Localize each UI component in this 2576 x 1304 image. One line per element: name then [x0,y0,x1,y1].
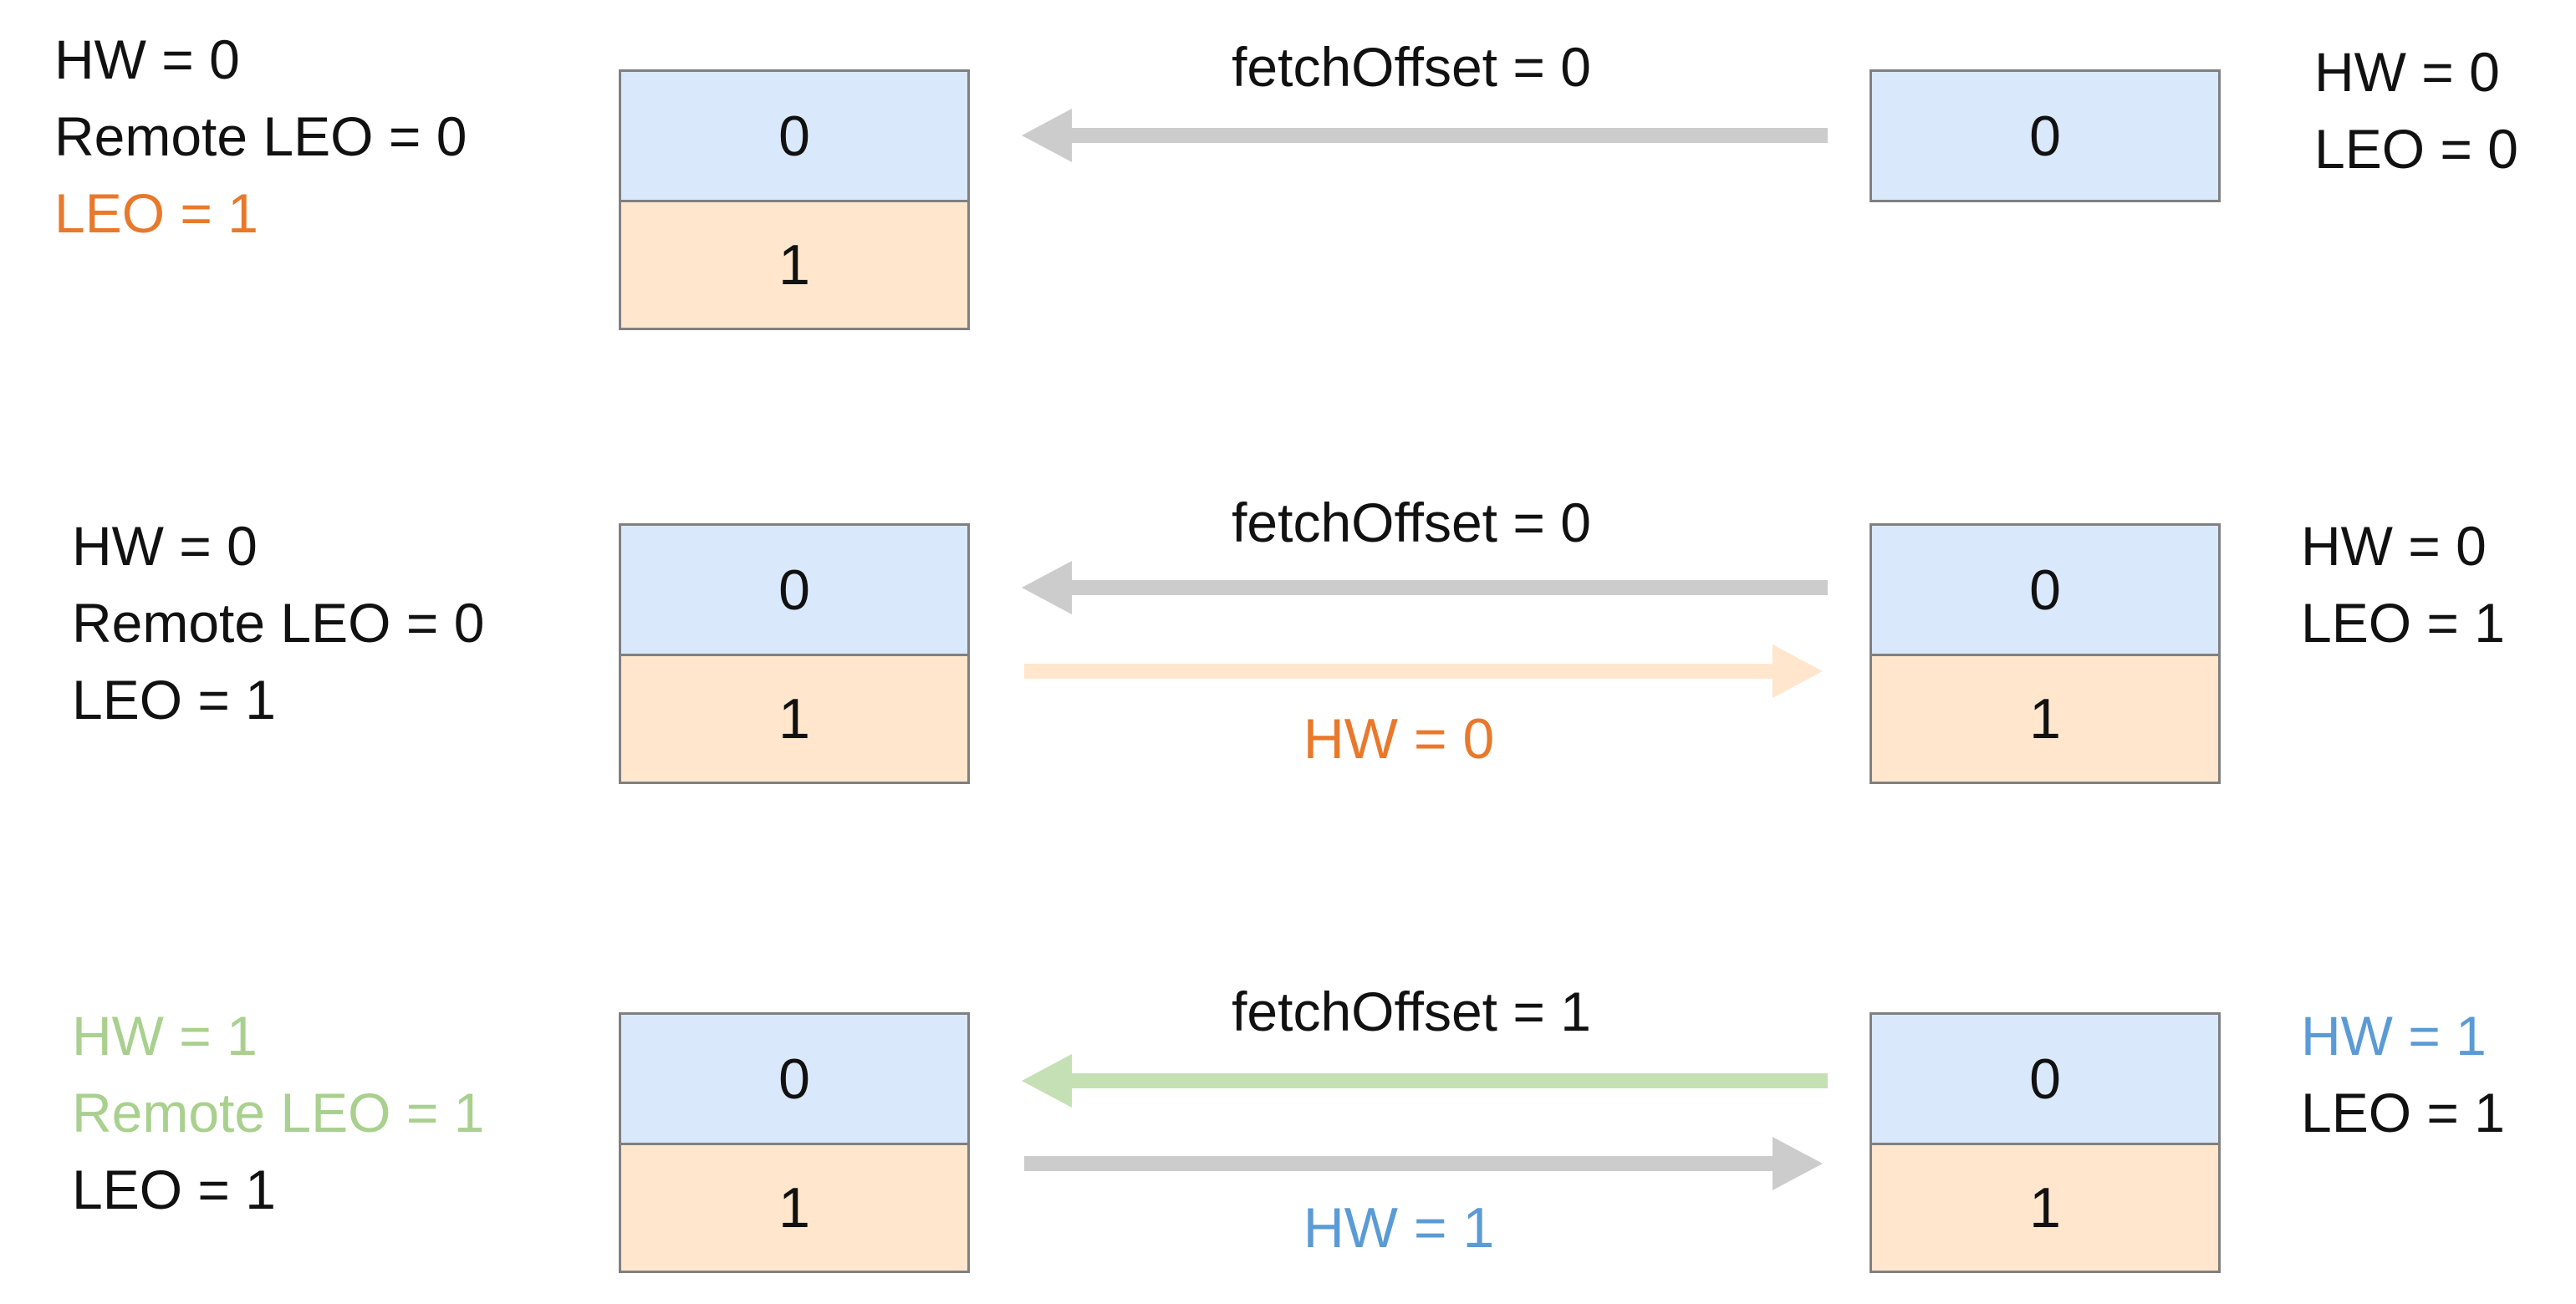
fetch-offset-label: fetchOffset = 0 [1232,492,1591,553]
leader-state: HW = 1 Remote LEO = 1 LEO = 1 [72,997,484,1228]
fetch-arrow [1022,109,1828,162]
follower-state: HW = 1 LEO = 1 [2301,997,2505,1151]
leader-leo: LEO = 1 [54,182,258,244]
leader-remote-leo: Remote LEO = 1 [72,1082,485,1144]
leader-log: 0 1 [619,1012,970,1273]
follower-log: 0 1 [1870,1012,2221,1273]
hw-label: HW = 1 [1303,1196,1495,1260]
leader-log: 0 1 [619,69,970,330]
step-2: HW = 0 Remote LEO = 0 LEO = 1 0 1 fetchO… [0,456,2576,784]
leader-leo: LEO = 1 [72,1159,276,1220]
log-entry: 1 [621,1143,967,1271]
leader-hw: HW = 1 [72,1005,258,1067]
leader-state: HW = 0 Remote LEO = 0 LEO = 1 [72,507,484,738]
log-entry: 1 [621,200,967,328]
follower-state: HW = 0 LEO = 0 [2314,33,2518,187]
log-entry: 0 [621,526,967,654]
log-entry: 0 [621,1015,967,1143]
log-entry: 0 [1872,526,2218,654]
leader-leo: LEO = 1 [72,669,276,731]
hw-arrow [1024,1137,1823,1190]
leader-hw: HW = 0 [72,515,258,577]
step-3: HW = 1 Remote LEO = 1 LEO = 1 0 1 fetchO… [0,945,2576,1273]
follower-hw: HW = 0 [2301,515,2487,577]
log-entry: 1 [621,654,967,782]
log-entry: 1 [1872,1143,2218,1271]
follower-hw: HW = 0 [2314,41,2500,103]
log-entry: 1 [1872,654,2218,782]
leader-state: HW = 0 Remote LEO = 0 LEO = 1 [54,21,467,252]
leader-hw: HW = 0 [54,28,240,90]
leader-remote-leo: Remote LEO = 0 [72,592,485,654]
hw-arrow-head [1773,644,1823,698]
log-entry: 0 [621,72,967,200]
follower-log: 0 1 [1870,523,2221,784]
log-entry: 0 [1872,72,2218,200]
leader-remote-leo: Remote LEO = 0 [54,105,467,167]
hw-arrow [1024,644,1823,698]
step-1: HW = 0 Remote LEO = 0 LEO = 1 0 1 fetchO… [0,0,2576,330]
fetch-arrow-head [1022,1054,1072,1108]
leader-log: 0 1 [619,523,970,784]
follower-log: 0 [1870,69,2221,202]
fetch-offset-label: fetchOffset = 1 [1232,981,1591,1042]
follower-state: HW = 0 LEO = 1 [2301,507,2505,661]
hw-label: HW = 0 [1303,707,1495,771]
hw-arrow-head [1773,1137,1823,1190]
log-entry: 0 [1872,1015,2218,1143]
fetch-arrow [1022,561,1828,614]
fetch-offset-label: fetchOffset = 0 [1232,36,1591,98]
follower-hw: HW = 1 [2301,1005,2487,1067]
follower-leo: LEO = 0 [2314,118,2518,180]
fetch-arrow-head [1022,109,1072,162]
fetch-arrow [1022,1054,1828,1108]
fetch-arrow-head [1022,561,1072,614]
follower-leo: LEO = 1 [2301,1082,2505,1144]
follower-leo: LEO = 1 [2301,592,2505,654]
